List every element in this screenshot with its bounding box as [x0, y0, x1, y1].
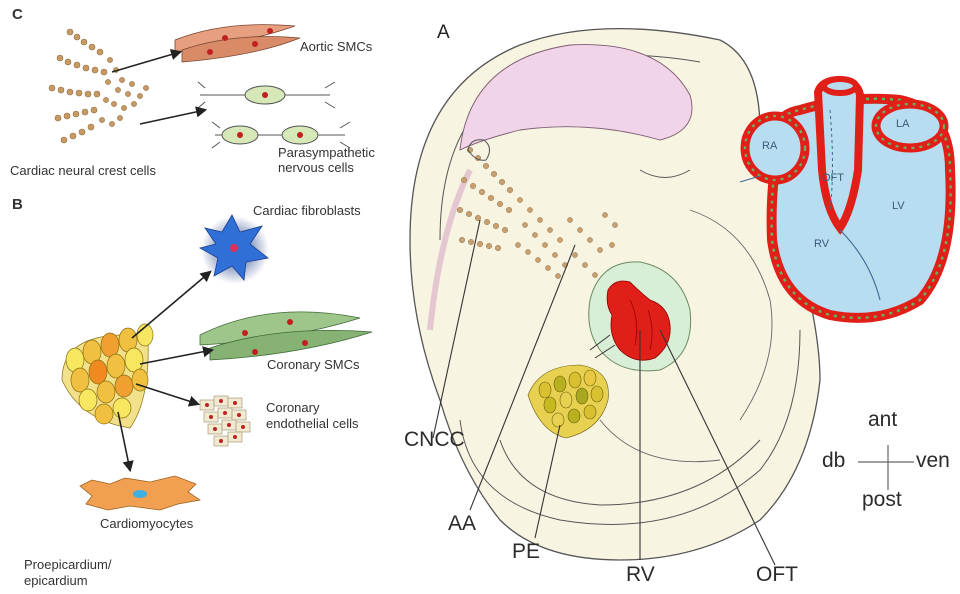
- endothelial-label-line1: Coronary: [266, 401, 319, 416]
- heart-rv-label: RV: [814, 238, 829, 250]
- axis-db-label: db: [822, 449, 845, 473]
- pe-label: PE: [512, 540, 540, 564]
- axis-indicator: [858, 445, 914, 490]
- arrow-to-aortic-smcs: [112, 52, 180, 72]
- endothelial-label-line2: endothelial cells: [266, 417, 359, 432]
- cncc-label: CNCC: [404, 428, 465, 452]
- cardiomyocytes-label: Cardiomyocytes: [100, 517, 193, 532]
- axis-post-label: post: [862, 488, 902, 512]
- coronary-smcs-label: Coronary SMCs: [267, 358, 359, 373]
- heart-ra-label: RA: [762, 140, 777, 152]
- arrow-to-coronary-smcs: [140, 350, 212, 364]
- parasympathetic-label-line2: nervous cells: [278, 161, 354, 176]
- heart-lv-label: LV: [892, 200, 905, 212]
- arrow-to-fibroblasts: [132, 272, 210, 338]
- proepicardium-label-line2: epicardium: [24, 574, 88, 589]
- axis-ant-label: ant: [868, 408, 897, 432]
- aortic-smcs-label: Aortic SMCs: [300, 40, 372, 55]
- oft-label: OFT: [756, 563, 798, 587]
- panel-a: [410, 29, 951, 565]
- panel-c-letter: C: [12, 6, 23, 23]
- rv-label: RV: [626, 563, 655, 587]
- arrow-to-endothelial: [136, 384, 198, 404]
- arrow-to-parasympathetic: [140, 110, 205, 124]
- panel-a-letter: A: [437, 22, 450, 44]
- fibroblasts-label: Cardiac fibroblasts: [253, 204, 361, 219]
- parasympathetic-cells: [198, 82, 350, 148]
- heart-oft-label: OFT: [822, 172, 844, 184]
- coronary-smc-sheet: [200, 312, 372, 360]
- panel-b-letter: B: [12, 196, 23, 213]
- proepicardium-label-line1: Proepicardium/: [24, 558, 111, 573]
- neural-crest-label: Cardiac neural crest cells: [10, 164, 156, 179]
- aa-label: AA: [448, 512, 476, 536]
- heart-la-label: LA: [896, 118, 909, 130]
- aortic-smc-sheet: [175, 25, 300, 62]
- neural-crest-cluster: [49, 29, 149, 143]
- axis-ven-label: ven: [916, 449, 950, 473]
- parasympathetic-label-line1: Parasympathetic: [278, 146, 375, 161]
- proepicardium-cluster: [62, 324, 153, 428]
